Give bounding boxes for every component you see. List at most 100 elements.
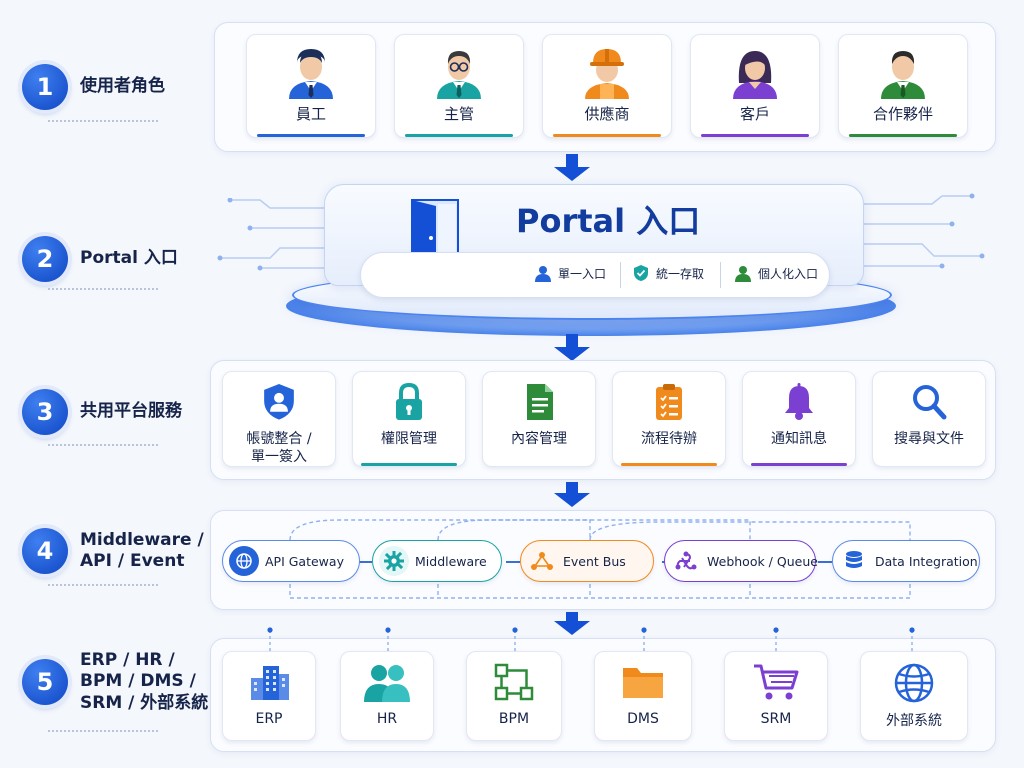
customer-icon: [733, 51, 777, 99]
divider: [48, 584, 158, 586]
service-card-content[interactable]: 內容管理: [482, 371, 596, 467]
flowchart-icon: [494, 663, 534, 701]
role-card-customer[interactable]: 客戶: [690, 34, 820, 138]
role-card-partner[interactable]: 合作夥伴: [838, 34, 968, 138]
step-label-line: SRM / 外部系統: [80, 692, 209, 713]
step-label: Portal 入口: [80, 248, 178, 269]
person-icon: [734, 264, 752, 282]
divider: [48, 444, 158, 446]
step-number: 2: [22, 236, 68, 282]
service-label: 權限管理: [381, 431, 437, 447]
system-card-hr[interactable]: HR: [340, 651, 434, 741]
system-card-erp[interactable]: ERP: [222, 651, 316, 741]
portal-title: Portal 入口: [516, 202, 701, 240]
pill-label: Webhook / Queue: [707, 553, 818, 569]
middleware-connectors: [289, 519, 911, 599]
accent-bar: [257, 134, 365, 137]
gear-icon: [379, 546, 409, 576]
document-icon: [527, 384, 553, 420]
manager-icon: [437, 51, 481, 99]
employee-icon: [289, 49, 333, 99]
divider: [48, 120, 158, 122]
divider: [720, 262, 721, 288]
portal-feature-bar: [360, 252, 830, 298]
flow-arrow: [566, 154, 578, 168]
circuit-lines-left: [217, 198, 328, 271]
feature-unified-access: 統一存取: [632, 264, 704, 282]
flow-arrow-head: [554, 493, 590, 507]
system-label: SRM: [760, 711, 792, 727]
service-card-permissions[interactable]: 權限管理: [352, 371, 466, 467]
globe-icon: [894, 663, 934, 703]
step-5: 5 ERP / HR / BPM / DMS / SRM / 外部系統: [22, 650, 208, 714]
service-card-search[interactable]: 搜尋與文件: [872, 371, 986, 467]
role-card-manager[interactable]: 主管: [394, 34, 524, 138]
system-card-external[interactable]: 外部系統: [860, 651, 968, 741]
service-label: 內容管理: [511, 431, 567, 447]
shield-check-icon: [632, 264, 650, 282]
pill-webhook-queue[interactable]: Webhook / Queue: [664, 540, 818, 582]
step-label: 使用者角色: [80, 76, 165, 97]
step-number: 5: [22, 658, 68, 705]
pill-data-integration[interactable]: Data Integration: [832, 540, 980, 582]
user-icon: [534, 264, 552, 282]
service-label-line: 單一簽入: [250, 448, 307, 465]
system-card-bpm[interactable]: BPM: [466, 651, 562, 741]
step-number: 1: [22, 64, 68, 110]
role-label: 客戶: [739, 105, 770, 123]
step-label: ERP / HR / BPM / DMS / SRM / 外部系統: [80, 650, 208, 714]
service-label: 通知訊息: [771, 431, 827, 447]
system-card-dms[interactable]: DMS: [594, 651, 692, 741]
system-label: HR: [376, 711, 398, 727]
feature-single-entry: 單一入口: [534, 264, 606, 282]
folder-icon: [623, 668, 663, 698]
pill-event-bus[interactable]: Event Bus: [520, 540, 654, 582]
database-icon: [839, 546, 869, 576]
pill-label: Middleware: [415, 553, 487, 569]
services-panel: [210, 360, 996, 480]
step-number: 4: [22, 528, 68, 574]
flow-arrow-head: [554, 167, 590, 181]
accent-bar: [361, 463, 457, 466]
pill-label: Data Integration: [875, 553, 978, 569]
feature-label: 單一入口: [558, 266, 607, 281]
system-card-srm[interactable]: SRM: [724, 651, 828, 741]
service-card-sso[interactable]: 帳號整合 / 單一簽入: [222, 371, 336, 467]
service-card-tasks[interactable]: 流程待辦: [612, 371, 726, 467]
service-label: 流程待辦: [641, 431, 697, 447]
lock-icon: [396, 382, 422, 420]
role-card-supplier[interactable]: 供應商: [542, 34, 672, 138]
system-label: BPM: [498, 711, 530, 727]
supplier-icon: [585, 49, 629, 99]
role-label: 供應商: [584, 105, 630, 123]
accent-bar: [849, 134, 957, 137]
service-card-notifications[interactable]: 通知訊息: [742, 371, 856, 467]
accent-bar: [405, 134, 513, 137]
step-label-line: Middleware /: [80, 529, 204, 550]
system-label: 外部系統: [886, 713, 942, 729]
circuit-lines-right: [864, 193, 985, 269]
accent-bar: [621, 463, 717, 466]
pill-api-gateway[interactable]: API Gateway: [222, 540, 360, 582]
bell-icon: [785, 383, 813, 420]
globe-icon: [229, 546, 259, 576]
flow-arrow-head: [554, 347, 590, 361]
step-label: Middleware / API / Event: [80, 530, 204, 573]
step-4: 4 Middleware / API / Event: [22, 528, 204, 574]
pill-middleware[interactable]: Middleware: [372, 540, 502, 582]
feature-personalized-entry: 個人化入口: [734, 264, 818, 282]
role-card-employee[interactable]: 員工: [246, 34, 376, 138]
accent-bar: [701, 134, 809, 137]
accent-bar: [553, 134, 661, 137]
people-icon: [364, 665, 410, 702]
step-label-line: API / Event: [80, 551, 185, 571]
step-label: 共用平台服務: [80, 401, 182, 422]
role-label: 員工: [295, 105, 326, 123]
step-label-line: ERP / HR /: [80, 650, 175, 670]
feature-label: 統一存取: [656, 266, 705, 281]
cart-icon: [754, 664, 799, 700]
pill-label: API Gateway: [265, 553, 344, 569]
search-icon: [913, 385, 947, 420]
role-label: 合作夥伴: [872, 105, 933, 123]
divider: [48, 288, 158, 290]
